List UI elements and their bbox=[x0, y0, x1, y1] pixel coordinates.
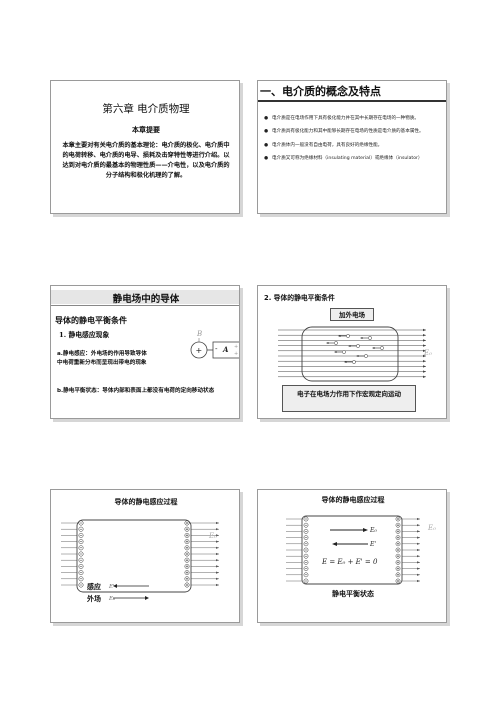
field-label: E₀ bbox=[423, 349, 432, 357]
slide-equilibrium-state: 导体的静电感应过程 E₀ E' E = E₀ + E' = 0 E₀ 静电平衡状… bbox=[257, 489, 447, 623]
svg-text:+: + bbox=[234, 344, 238, 350]
electron bbox=[368, 336, 372, 340]
minus-sign: - bbox=[215, 345, 218, 353]
electron bbox=[364, 354, 368, 358]
electron bbox=[356, 344, 360, 348]
list-item: 电介质具有极化能力和其中能够长期存在电场的性质是电介质的基本属性。 bbox=[264, 129, 444, 136]
electron bbox=[352, 360, 356, 364]
conductor-outline bbox=[76, 519, 192, 593]
induced-field-label: 感应 bbox=[87, 583, 101, 591]
chapter-title: 第六章 电介质物理 bbox=[102, 103, 190, 115]
slide-chapter-intro: 第六章 电介质物理 本章提要 本章主要对有关电介质的基本理论：电介质的极化、电介… bbox=[50, 80, 240, 214]
electron bbox=[342, 350, 346, 354]
slide-title: 导体的静电感应过程 bbox=[321, 496, 385, 504]
equilibrium-equation: E = E₀ + E' = 0 bbox=[321, 558, 378, 566]
e0-label: E₀ bbox=[369, 527, 377, 534]
equilibrium-state-label: 静电平衡状态 bbox=[332, 590, 374, 598]
external-field-box: 加外电场 bbox=[330, 308, 374, 321]
svg-text:+: + bbox=[234, 351, 238, 357]
electron bbox=[334, 341, 338, 345]
definition-induction: a.静电感应：外电场的作用导致导体中电荷重新分布而呈现出带电的现象 bbox=[57, 351, 147, 366]
external-field-label: 外场 bbox=[87, 595, 101, 603]
field-lines-diagram: E₀ bbox=[278, 326, 432, 382]
definition-equilibrium: b.静电平衡状态：导体内部和表面上都没有电荷的定向移动状态 bbox=[57, 388, 215, 394]
slide-induction-process: 导体的静电感应过程 E₀ E' E₀ 感应 外场 bbox=[50, 489, 240, 623]
chapter-summary-heading: 本章提要 bbox=[132, 126, 160, 134]
induction-process-diagram: E₀ E' E₀ bbox=[61, 519, 219, 602]
external-field-symbol: E₀ bbox=[108, 596, 116, 602]
conductor-outline bbox=[301, 326, 399, 382]
list-item: 电介质又可称为绝缘材料（insulating material）或绝缘体（ins… bbox=[264, 156, 444, 163]
bullet-list: 电介质是在电场作用下具有极化能力并在其中长期存在电场的一种物质。 电介质具有极化… bbox=[264, 116, 444, 170]
title-divider bbox=[51, 305, 239, 306]
section-heading: 导体的静电平衡条件 bbox=[55, 316, 127, 325]
plus-sign: + bbox=[196, 346, 203, 355]
eprime-label: E' bbox=[369, 541, 376, 548]
slide-equilibrium-condition: 2. 导体的静电平衡条件 E₀ 加外电场 电子在电场力作用下作宏观定向运动 bbox=[257, 285, 447, 419]
electron bbox=[346, 334, 350, 338]
field-label: E₀ bbox=[208, 532, 217, 540]
slide-conductor-electrostatic: 静电场中的导体 导体的静电平衡条件 1. 静电感应现象 a.静电感应：外电场的作… bbox=[50, 285, 240, 419]
slide-title: 静电场中的导体 bbox=[112, 294, 180, 305]
slide-title: 2. 导体的静电平衡条件 bbox=[264, 294, 335, 302]
conductor-outline bbox=[301, 515, 403, 585]
slide-title: 导体的静电感应过程 bbox=[114, 498, 178, 506]
chapter-summary-text: 本章主要对有关电介质的基本理论：电介质的极化、电介质中的电荷转移、电介质的电导、… bbox=[62, 142, 230, 179]
conductor-a bbox=[212, 341, 239, 359]
electron-motion-box: 电子在电场力作用下作宏观定向运动 bbox=[282, 385, 416, 412]
label-a: A bbox=[222, 345, 229, 354]
slide-title: 一、电介质的概念及特点 bbox=[260, 85, 381, 98]
equilibrium-diagram: E₀ E' E = E₀ + E' = 0 E₀ bbox=[286, 515, 436, 585]
subsection-heading: 1. 静电感应现象 bbox=[59, 331, 110, 339]
title-band bbox=[51, 290, 239, 304]
slide-dielectric-concept: 一、电介质的概念及特点 电介质是在电场作用下具有极化能力并在其中长期存在电场的一… bbox=[257, 80, 447, 214]
electron bbox=[380, 346, 384, 350]
induced-field-symbol: E' bbox=[108, 584, 115, 590]
label-b: B bbox=[196, 330, 202, 338]
title-divider bbox=[258, 100, 446, 102]
induction-diagram: B + - A + + bbox=[190, 330, 239, 359]
list-item: 电介质体内一般没有自由电荷，具有良好的绝缘性能。 bbox=[264, 143, 444, 150]
field-label: E₀ bbox=[427, 524, 436, 532]
list-item: 电介质是在电场作用下具有极化能力并在其中长期存在电场的一种物质。 bbox=[264, 116, 444, 123]
